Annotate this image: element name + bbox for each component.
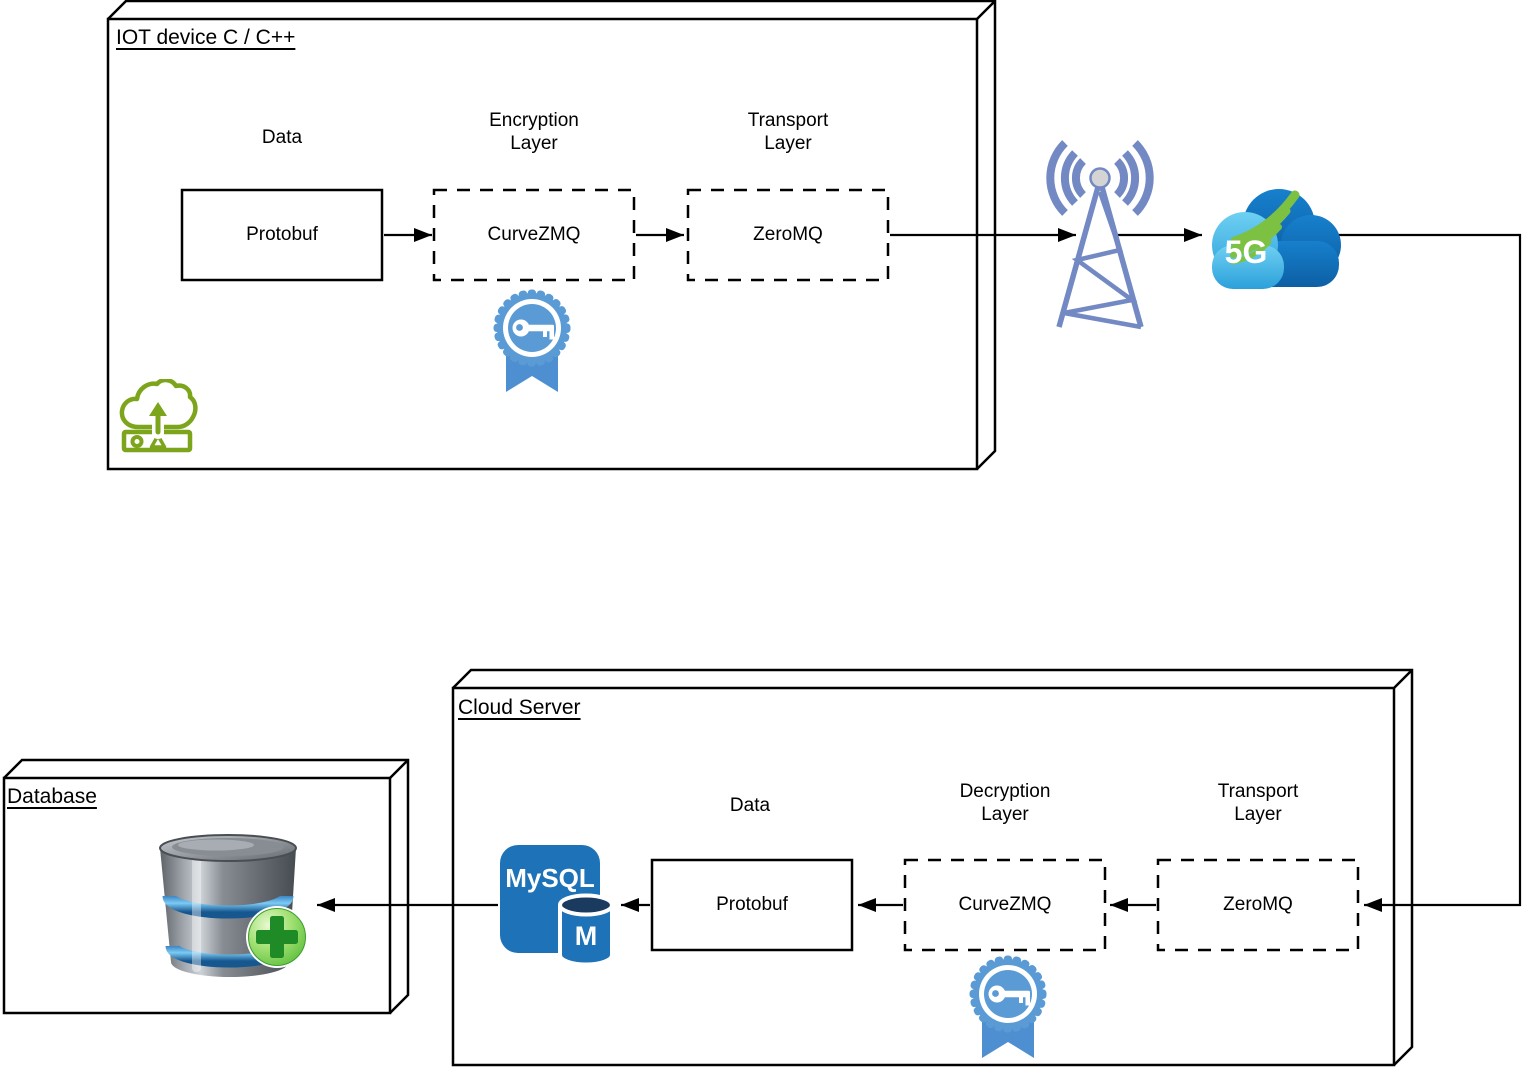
connector-arrows: [317, 228, 1522, 912]
mysql-icon: MySQL M: [500, 845, 614, 967]
node-outlines: [180, 188, 1360, 952]
iot-box-title: IOT device C / C++: [116, 26, 296, 49]
mysql-brand-label: MySQL: [505, 863, 595, 893]
database-box-title: Database: [7, 785, 97, 808]
cloud-server-box-title: Cloud Server: [458, 696, 581, 719]
mysql-monogram-label: M: [575, 921, 598, 951]
cloud-node-curvezmq: CurveZMQ: [958, 894, 1052, 915]
cloud-server-box-outline: [451, 668, 1414, 1067]
iot-transport-layer-label: Transport Layer: [747, 110, 829, 154]
iot-node-zeromq: ZeroMQ: [753, 224, 823, 245]
iot-node-protobuf: Protobuf: [246, 224, 318, 245]
database-add-icon: [159, 834, 308, 977]
cell-tower-icon: [1046, 140, 1154, 330]
iot-encryption-layer-label: Encryption Layer: [489, 110, 579, 154]
cloud-decryption-layer-label: Decryption Layer: [959, 781, 1051, 825]
iot-node-curvezmq: CurveZMQ: [487, 224, 581, 245]
5g-label: 5G: [1225, 234, 1268, 270]
key-certificate-icon: [487, 288, 577, 398]
5g-cloud-icon: 5G: [1212, 189, 1341, 289]
cloud-transport-layer-label: Transport Layer: [1217, 781, 1299, 825]
cloud-node-zeromq: ZeroMQ: [1223, 894, 1293, 915]
database-box-outline: [2, 758, 410, 1015]
iot-data-label: Data: [261, 127, 303, 148]
cloud-node-protobuf: Protobuf: [716, 894, 788, 915]
cloud-upload-icon: [119, 379, 198, 453]
key-certificate-icon: [963, 954, 1053, 1064]
iot-box-outline: [106, 0, 997, 471]
cloud-data-label: Data: [729, 795, 771, 816]
